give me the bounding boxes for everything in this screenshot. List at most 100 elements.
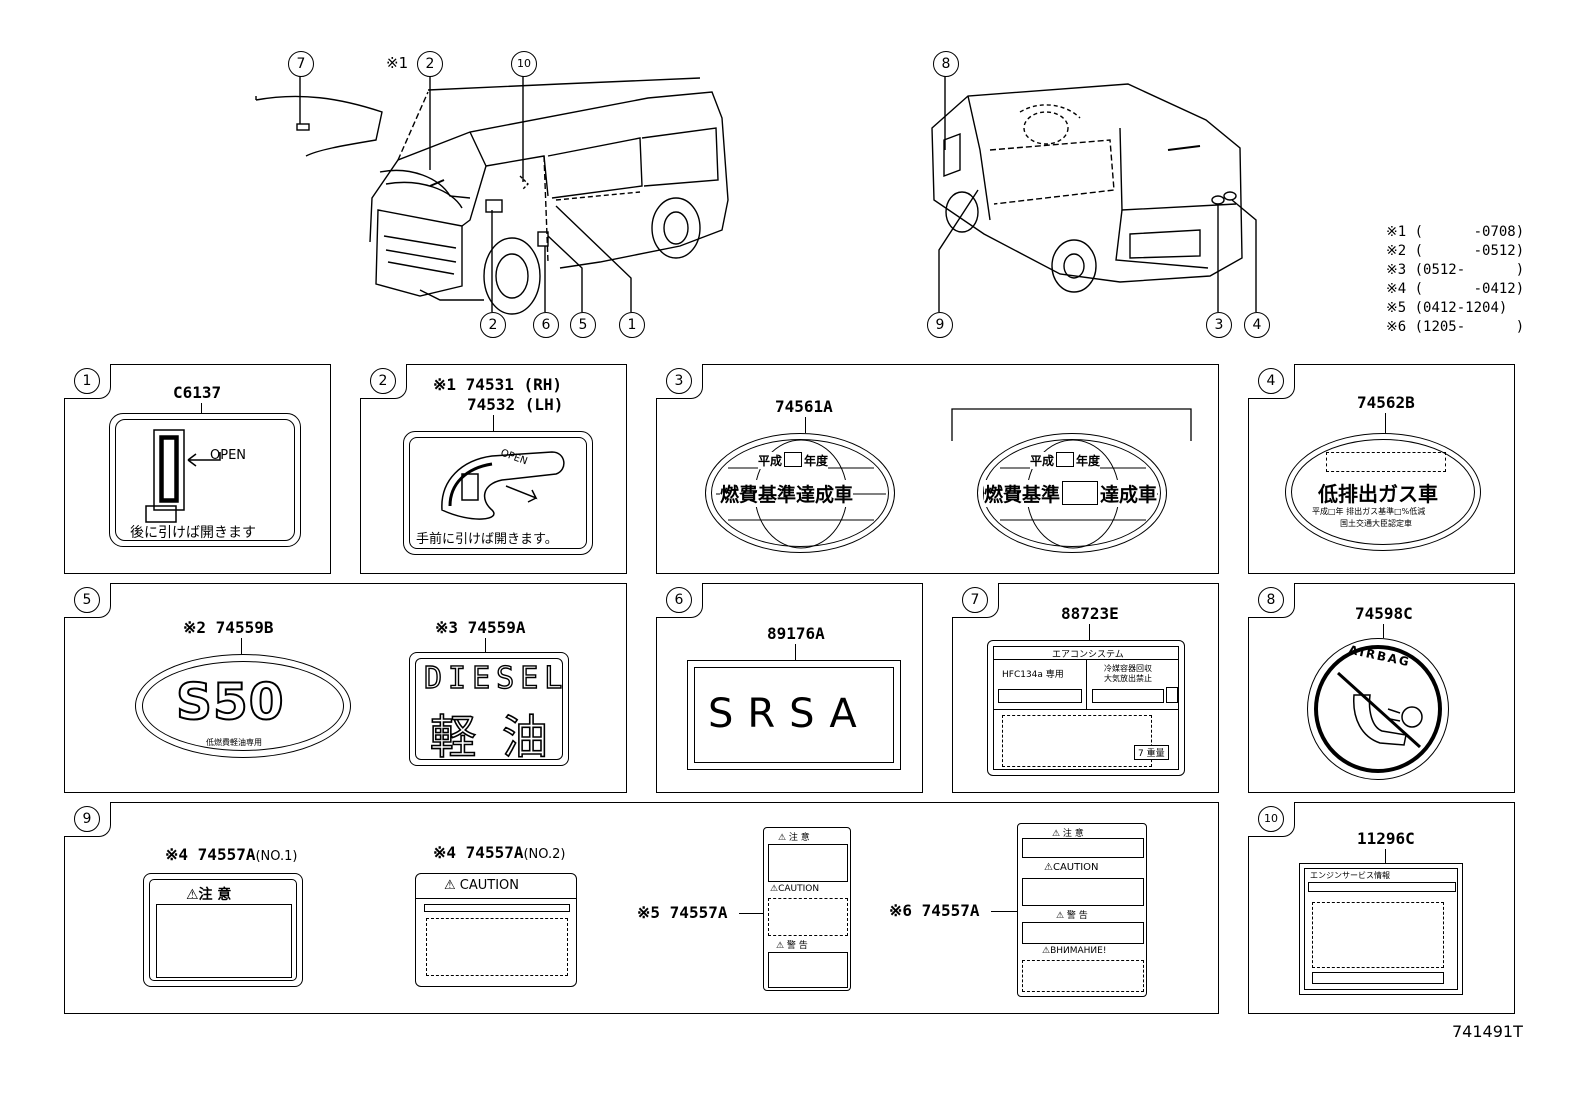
part: ※4 74557A <box>433 843 524 862</box>
label-74531: OPEN 手前に引けば開きます。 <box>403 431 593 555</box>
panel-number: 5 <box>74 587 100 613</box>
panel-8: 8 74598C AIRBAG <box>1248 583 1515 793</box>
caution-en-title: ⚠ CAUTION <box>444 878 520 893</box>
note-line: ※4 ( -0412) <box>1386 281 1525 297</box>
note-line: ※3 (0512- ) <box>1386 262 1525 278</box>
panel-number: 4 <box>1258 368 1284 394</box>
part-number-s50: ※2 74559B <box>183 618 274 637</box>
caution-title-4: ⚠ВНИМАНИЕ! <box>1042 946 1107 956</box>
panel-7: 7 88723E エアコンシステム HFC134a 専用 冷媒容器回収 大気放出… <box>952 583 1219 793</box>
note-line: ※2 ( -0512) <box>1386 243 1525 259</box>
aircon-tag: 7 重量 <box>1134 745 1169 760</box>
panel-number: 7 <box>962 587 988 613</box>
recovery-text-1: 冷媒容器回収 <box>1104 664 1152 673</box>
caution-title-3: ⚠ 警 告 <box>776 941 808 951</box>
aircon-title: エアコンシステム <box>1052 650 1124 660</box>
label-fuel-economy-a: 平成年度 燃費基準達成車 <box>705 433 895 553</box>
panel-number: 1 <box>74 368 100 394</box>
nendo: 年度 <box>1076 454 1101 468</box>
label-diesel: DIESEL 軽 油 <box>409 652 569 766</box>
hfc-text: HFC134a 専用 <box>1002 670 1064 680</box>
part-number: 88723E <box>1061 604 1119 623</box>
keiyu-char-2: 油 <box>501 709 549 765</box>
panel-number: 8 <box>1258 587 1284 613</box>
panel-number: 3 <box>666 368 692 394</box>
part-number-5: ※5 74557A <box>637 903 728 922</box>
callout-3: 3 <box>1206 312 1232 338</box>
panel-2: 2 ※1 74531 (RH) 74532 (LH) OPEN 手前に引けば開き… <box>360 364 627 574</box>
panel-4: 4 74562B 低排出ガス車 平成□年 排出ガス基準□%低減 国土交通大臣認定… <box>1248 364 1515 574</box>
label-text: 燃費基準達成車 <box>984 480 1158 507</box>
panel-1: 1 C6137 OPEN 後に引けば開きます <box>64 364 331 574</box>
label-text: 後に引けば開きます <box>130 525 256 541</box>
panel-5: 5 ※2 74559B ※3 74559A S50 低燃費軽油専用 DIESEL… <box>64 583 627 793</box>
recovery-text-2: 大気放出禁止 <box>1104 674 1152 683</box>
callout-9: 9 <box>927 312 953 338</box>
part-number: 89176A <box>767 624 825 643</box>
label-subtext-2: 国土交通大臣認定車 <box>1340 519 1412 528</box>
label-aircon: エアコンシステム HFC134a 専用 冷媒容器回収 大気放出禁止 7 重量 <box>987 640 1185 776</box>
panel-10: 10 11296C エンジンサービス情報 <box>1248 802 1515 1014</box>
figure-id: 741491T <box>1452 1022 1523 1041</box>
tassei: 達成車 <box>1100 484 1158 506</box>
label-c6137: OPEN 後に引けば開きます <box>109 413 301 547</box>
label-text: 低排出ガス車 <box>1318 482 1438 506</box>
callout-6: 6 <box>533 312 559 338</box>
panel-tab: 1 <box>64 364 111 399</box>
part-number: 74561A <box>775 397 833 416</box>
callout-2-top: 2 <box>417 51 443 77</box>
part-number-no1: ※4 74557A(NO.1) <box>165 845 297 864</box>
fuel-economy-bracket <box>951 408 1192 441</box>
heisei: 平成 <box>1030 454 1055 468</box>
panel-tab: 6 <box>656 583 703 618</box>
open-text: OPEN <box>210 448 247 463</box>
panel-6: 6 89176A SRSA <box>656 583 923 793</box>
panel-tab: 2 <box>360 364 407 399</box>
label-airbag: AIRBAG <box>1307 638 1449 780</box>
panel-tab: 9 <box>64 802 111 837</box>
panel-number: 2 <box>370 368 396 394</box>
label-engine-service: エンジンサービス情報 <box>1299 863 1463 995</box>
panel-number: 10 <box>1258 806 1284 832</box>
srsa-text: SRSA <box>708 691 871 737</box>
callout-4: 4 <box>1244 312 1270 338</box>
panel-tab: 3 <box>656 364 703 399</box>
part-number: C6137 <box>173 383 222 402</box>
caution-title-1: ⚠ 注 意 <box>1052 829 1084 839</box>
note-marker-1: ※1 <box>386 54 409 72</box>
callout-5: 5 <box>570 312 596 338</box>
panel-number: 6 <box>666 587 692 613</box>
panel-tab: 8 <box>1248 583 1295 618</box>
panel-tab: 10 <box>1248 802 1295 837</box>
part-no: (NO.2) <box>523 847 566 862</box>
production-notes: ※1 ( -0708) ※2 ( -0512) ※3 (0512- ) ※4 (… <box>1386 224 1524 335</box>
s50-text: S50 <box>175 672 285 732</box>
panel-9: 9 ※4 74557A(NO.1) ⚠注 意 ※4 74557A(NO.2) ⚠… <box>64 802 1219 1014</box>
nendo: 年度 <box>804 454 829 468</box>
door-handle-icon <box>145 429 221 523</box>
panel-tab: 4 <box>1248 364 1295 399</box>
label-text: 手前に引けば開きます。 <box>416 532 558 547</box>
panel-tab: 5 <box>64 583 111 618</box>
s50-subtext: 低燃費軽油専用 <box>206 738 262 747</box>
engine-service-title: エンジンサービス情報 <box>1310 871 1390 880</box>
note-line: ※6 (1205- ) <box>1386 319 1525 335</box>
callout-7: 7 <box>288 51 314 77</box>
caution-title-2: ⚠CAUTION <box>1044 862 1099 873</box>
callout-10: 10 <box>511 51 537 77</box>
front-van <box>369 77 729 315</box>
part-number-6: ※6 74557A <box>889 901 980 920</box>
label-fuel-economy-b: 平成 年度 燃費基準達成車 <box>977 433 1167 553</box>
panel-number: 9 <box>74 806 100 832</box>
callout-8: 8 <box>933 51 959 77</box>
note-line: ※1 ( -0708) <box>1386 224 1525 240</box>
part-number-lh: 74532 (LH) <box>467 395 564 414</box>
label-low-emission: 低排出ガス車 平成□年 排出ガス基準□%低減 国土交通大臣認定車 <box>1285 433 1481 551</box>
part-no: (NO.1) <box>255 849 298 864</box>
heisei-text: 平成年度 <box>758 452 829 469</box>
note-line: ※5 (0412-1204) <box>1386 300 1508 316</box>
inner-handle-icon <box>441 451 565 520</box>
part: ※4 74557A <box>165 845 256 864</box>
rear-van <box>931 83 1243 293</box>
caution-title-1: ⚠ 注 意 <box>778 833 810 843</box>
